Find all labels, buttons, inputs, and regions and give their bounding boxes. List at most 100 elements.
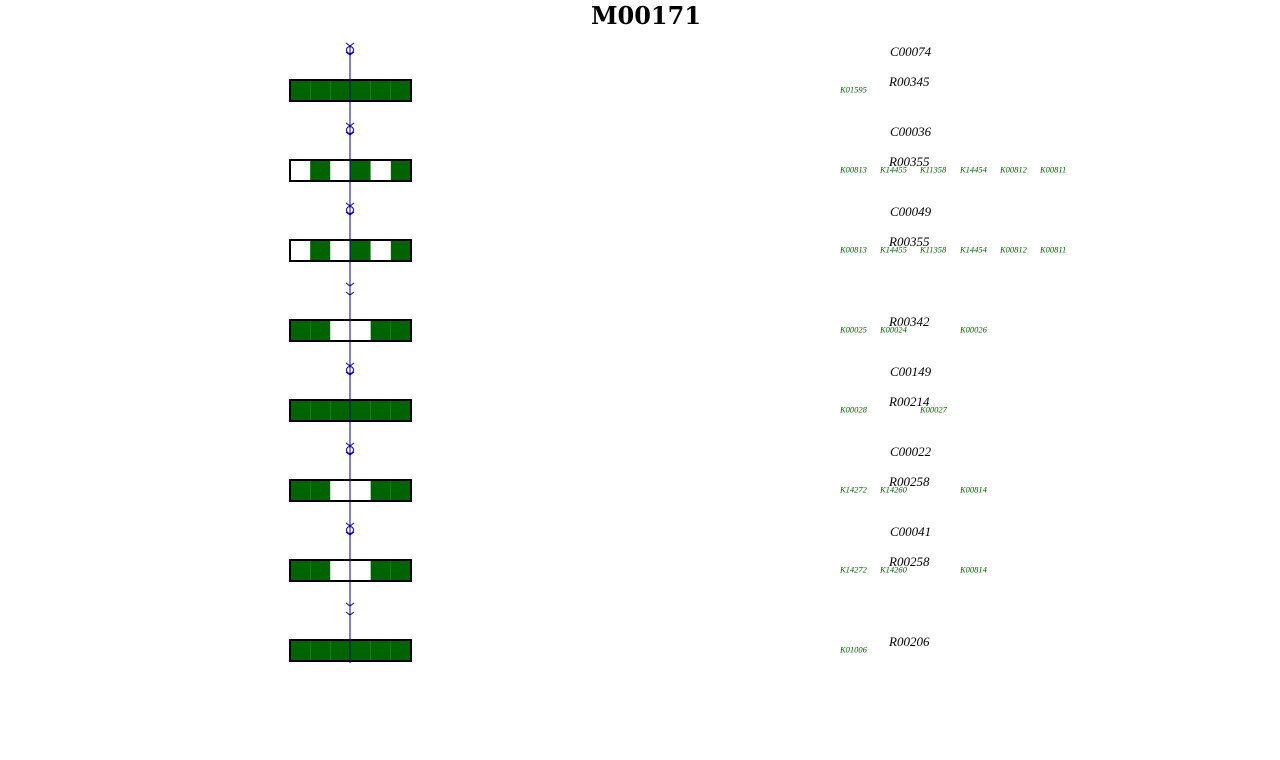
ko-label: K00813 xyxy=(839,165,867,175)
flow-arrow xyxy=(345,131,355,136)
flow-arrow xyxy=(345,451,355,456)
flow-arrow xyxy=(345,122,355,127)
ko-label: K00026 xyxy=(959,325,988,335)
ko-label: K14455 xyxy=(879,245,907,255)
ko-block-cell xyxy=(350,320,371,341)
ko-label: K14454 xyxy=(959,165,988,175)
ko-block-cell xyxy=(350,640,371,661)
ko-block-cell xyxy=(290,240,311,261)
ko-label: K00812 xyxy=(999,165,1028,175)
ko-label: K00028 xyxy=(839,405,868,415)
ko-block-cell xyxy=(370,80,391,101)
ko-block-cell xyxy=(310,480,331,501)
ko-block-cell xyxy=(350,240,371,261)
ko-block-cell xyxy=(390,240,411,261)
ko-block-cell xyxy=(310,80,331,101)
flow-arrow xyxy=(345,362,355,367)
ko-block-cell xyxy=(390,640,411,661)
ko-label: K14272 xyxy=(839,485,868,495)
flow-arrow xyxy=(345,602,355,607)
flow-arrow xyxy=(345,42,355,47)
ko-label: K14454 xyxy=(959,245,988,255)
ko-label: K14455 xyxy=(879,165,907,175)
ko-block-cell xyxy=(370,560,391,581)
flow-arrow xyxy=(345,531,355,536)
ko-block-cell xyxy=(290,80,311,101)
ko-block-cell xyxy=(310,640,331,661)
pathway-body: C00074C00036C00049C00149C00022C00041R003… xyxy=(289,42,1066,663)
ko-block-cell xyxy=(330,160,351,181)
ko-block-cell xyxy=(390,480,411,501)
flow-arrow xyxy=(345,371,355,376)
ko-block-cell xyxy=(390,320,411,341)
ko-label: K14272 xyxy=(839,565,868,575)
ko-block-cell xyxy=(290,320,311,341)
ko-block-cell xyxy=(290,160,311,181)
compound-label: C00022 xyxy=(890,444,932,459)
ko-label: K01006 xyxy=(839,645,868,655)
flow-arrow xyxy=(345,51,355,56)
ko-block-cell xyxy=(330,640,351,661)
ko-block-cell xyxy=(330,320,351,341)
reaction-label: R00206 xyxy=(888,634,930,649)
ko-block-cell xyxy=(310,160,331,181)
ko-label: K00027 xyxy=(919,405,948,415)
ko-block-cell xyxy=(370,320,391,341)
compound-label: C00149 xyxy=(890,364,932,379)
ko-block-cell xyxy=(370,480,391,501)
flow-arrow xyxy=(345,211,355,216)
ko-block-cell xyxy=(390,560,411,581)
ko-block-cell xyxy=(370,640,391,661)
reaction-label: R00342 xyxy=(888,314,930,329)
ko-block-cell xyxy=(350,400,371,421)
ko-label: K00812 xyxy=(999,245,1028,255)
ko-block-cell xyxy=(310,320,331,341)
flow-arrow xyxy=(345,202,355,207)
ko-block-cell xyxy=(310,240,331,261)
flow-arrow xyxy=(345,611,355,616)
ko-block-cell xyxy=(330,400,351,421)
reaction-label: R00345 xyxy=(888,74,930,89)
ko-block-cell xyxy=(350,80,371,101)
ko-block-cell xyxy=(350,160,371,181)
ko-block-cell xyxy=(330,560,351,581)
flow-arrow xyxy=(345,442,355,447)
ko-label: K00811 xyxy=(1039,245,1066,255)
ko-label: K00814 xyxy=(959,485,988,495)
ko-block-cell xyxy=(290,640,311,661)
ko-block-cell xyxy=(330,80,351,101)
ko-label: K00024 xyxy=(879,325,908,335)
flow-arrow xyxy=(345,291,355,296)
ko-block-cell xyxy=(370,160,391,181)
ko-block-cell xyxy=(390,160,411,181)
ko-block-cell xyxy=(310,560,331,581)
ko-block-cell xyxy=(370,240,391,261)
ko-block-cell xyxy=(390,80,411,101)
ko-block-cell xyxy=(310,400,331,421)
ko-label: K00811 xyxy=(1039,165,1066,175)
reaction-label: R00258 xyxy=(888,554,930,569)
ko-label: K11358 xyxy=(919,245,947,255)
ko-block-cell xyxy=(290,400,311,421)
compound-label: C00036 xyxy=(890,124,932,139)
module-title: M00171 xyxy=(591,1,701,30)
compound-label: C00074 xyxy=(890,44,932,59)
ko-block-cell xyxy=(290,480,311,501)
ko-label: K11358 xyxy=(919,165,947,175)
ko-label: K01595 xyxy=(839,85,867,95)
ko-block-cell xyxy=(350,560,371,581)
compound-label: C00041 xyxy=(890,524,931,539)
reaction-label: R00214 xyxy=(888,394,930,409)
reaction-label: R00355 xyxy=(888,154,930,169)
ko-label: K00814 xyxy=(959,565,988,575)
ko-block-cell xyxy=(290,560,311,581)
flow-arrow xyxy=(345,282,355,287)
ko-label: K00025 xyxy=(839,325,867,335)
ko-label: K00813 xyxy=(839,245,867,255)
ko-block-cell xyxy=(330,240,351,261)
ko-block-cell xyxy=(370,400,391,421)
reaction-label: R00355 xyxy=(888,234,930,249)
ko-label: K14260 xyxy=(879,485,908,495)
flow-arrow xyxy=(345,522,355,527)
ko-block-cell xyxy=(350,480,371,501)
